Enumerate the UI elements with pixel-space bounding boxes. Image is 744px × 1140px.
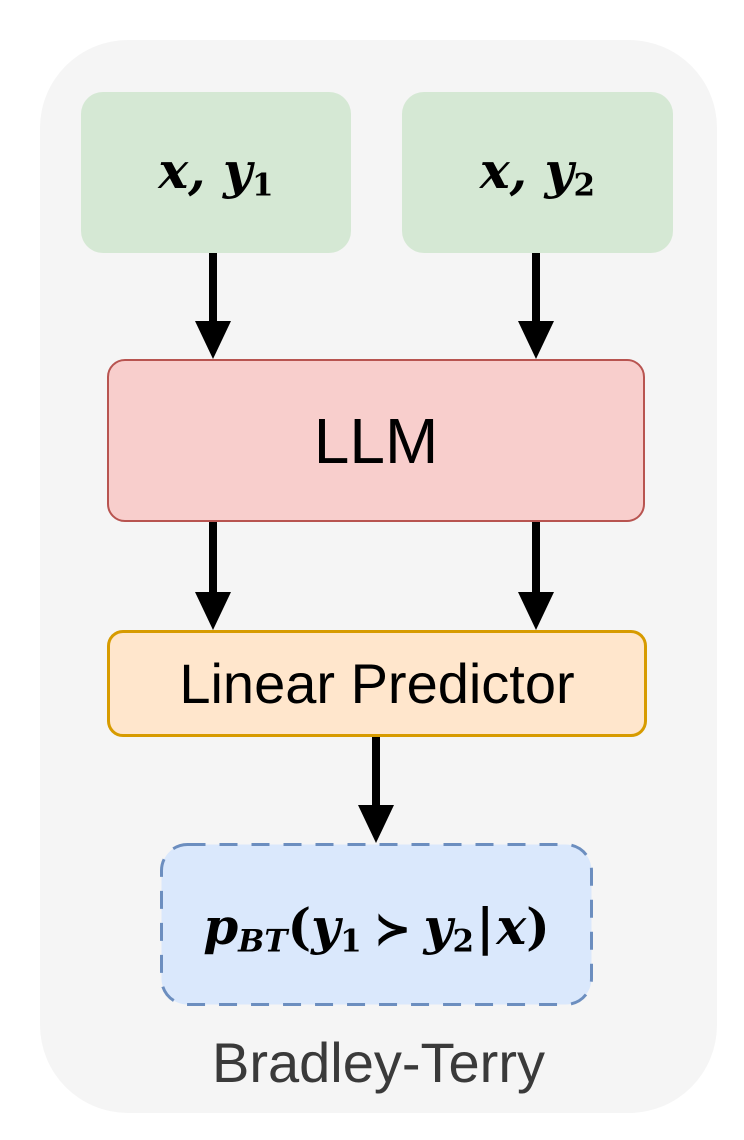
arrow-down-icon <box>195 592 231 630</box>
math-y2: y <box>423 897 453 957</box>
arrow-llm-to-predictor-left-line <box>209 522 217 592</box>
math-x: x <box>496 897 527 957</box>
output-box-pbt: pBT(y1≻y2|x) <box>160 843 593 1006</box>
arrow-llm-to-predictor-right-line <box>532 522 540 592</box>
math-y1: y <box>311 897 341 957</box>
math-subscript: 1 <box>252 167 274 204</box>
dashed-border <box>160 843 593 1006</box>
linear-predictor-box: Linear Predictor <box>107 630 647 737</box>
input-box-xy2: x, y2 <box>402 92 673 253</box>
output-formula: pBT(y1≻y2|x) <box>203 889 550 959</box>
input-xy1-label: x, y1 <box>158 141 273 203</box>
arrow-predictor-to-output-line <box>372 737 380 805</box>
arrow-input2-to-llm-line <box>532 253 540 321</box>
figure-caption: Bradley-Terry <box>212 1031 545 1094</box>
llm-box: LLM <box>107 359 645 522</box>
succeeds-symbol: ≻ <box>373 902 412 956</box>
math-subscript-bt: BT <box>238 923 288 960</box>
llm-label: LLM <box>313 404 439 477</box>
math-p: p <box>203 897 239 957</box>
math-base: x, y <box>479 141 574 201</box>
arrow-input1-to-llm-line <box>209 253 217 321</box>
arrow-down-icon <box>518 321 554 359</box>
input-box-xy1: x, y1 <box>81 92 351 253</box>
math-bar: | <box>476 897 495 957</box>
input-xy2-label: x, y2 <box>480 141 595 203</box>
arrow-down-icon <box>518 592 554 630</box>
linear-predictor-label: Linear Predictor <box>179 652 575 715</box>
math-subscript-2: 2 <box>452 923 475 960</box>
arrow-down-icon <box>358 805 394 843</box>
math-base: x, y <box>158 141 253 201</box>
math-close-paren: ) <box>526 897 550 957</box>
arrow-down-icon <box>195 321 231 359</box>
math-subscript: 2 <box>573 167 596 204</box>
math-open-paren: ( <box>287 897 312 957</box>
math-subscript-1: 1 <box>340 923 362 960</box>
